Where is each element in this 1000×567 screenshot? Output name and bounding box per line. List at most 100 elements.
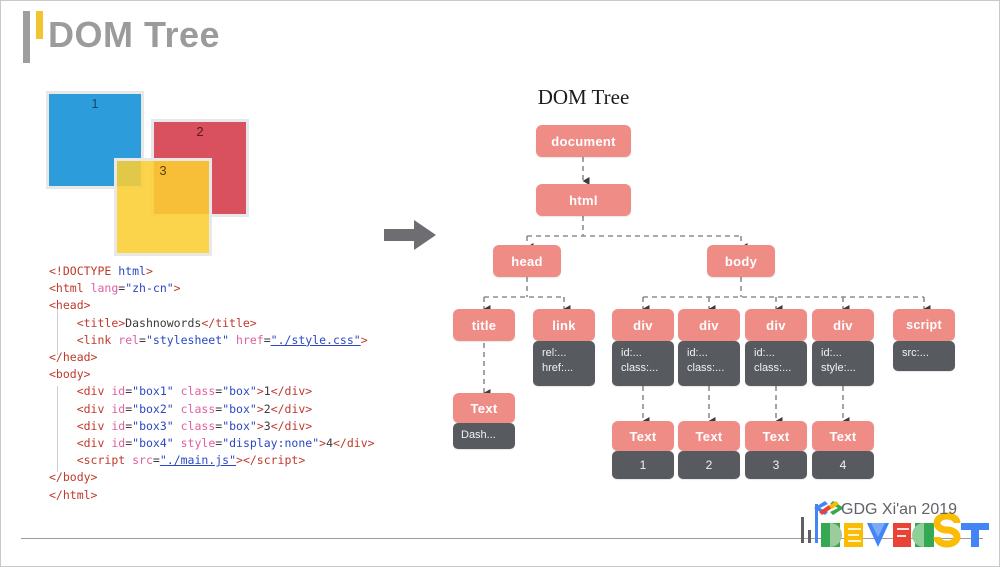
tree-attrs-link: rel:... href:... [533, 341, 595, 386]
tree-textvalue-2: 2 [678, 451, 740, 479]
tree-node-div-4[interactable]: div [812, 309, 874, 341]
code-script-src: ./main.js [166, 453, 230, 468]
box-preview-illustration: 1 2 3 [46, 91, 266, 256]
tree-node-text-1-label: Text [629, 428, 657, 444]
tree-node-document[interactable]: document [536, 125, 631, 157]
code-indent-guide-body [57, 386, 58, 472]
textvalue-3: 3 [772, 457, 780, 472]
tree-attrs-div-3: id:... class:... [745, 341, 807, 386]
tree-textvalue-3: 3 [745, 451, 807, 479]
code-stylesheet-href: ./style.css [277, 332, 354, 347]
gdg-brand-text: GDG Xi'an 2019 [841, 501, 958, 518]
code-line: <div id="box4" style="display:none">4</d… [76, 436, 375, 451]
attr-link-href: href:... [542, 362, 574, 374]
footer-bar-short [808, 530, 811, 543]
tree-attrs-script: src:... [893, 341, 955, 371]
code-line: <div id="box1" class="box">1</div> [76, 384, 313, 399]
tree-node-head-label: head [511, 253, 543, 269]
title-accent-bar-yellow [36, 11, 43, 39]
footer-bar-tall [801, 517, 804, 543]
textvalue-4: 4 [839, 457, 847, 472]
code-line: </body> [49, 470, 98, 485]
tree-attrs-div-1: id:... class:... [612, 341, 674, 386]
tree-node-text-title-label: Text [470, 400, 498, 416]
code-line: <div id="box3" class="box">3</div> [76, 418, 313, 433]
demo-box-3: 3 [114, 158, 212, 256]
tree-node-title-label: title [471, 317, 497, 333]
tree-node-text-2-label: Text [695, 428, 723, 444]
tree-node-div-2[interactable]: div [678, 309, 740, 341]
tree-node-div-1-label: div [633, 317, 653, 333]
tree-node-link[interactable]: link [533, 309, 595, 341]
tree-attrs-div-4: id:... style:... [812, 341, 874, 386]
attr-div1-class: class:... [621, 362, 659, 374]
tree-node-div-4-label: div [833, 317, 853, 333]
tree-node-text-3[interactable]: Text [745, 421, 807, 451]
code-line: </head> [49, 350, 98, 365]
attr-div1-id: id:... [621, 347, 642, 359]
tree-node-text-4[interactable]: Text [812, 421, 874, 451]
title-accent-bar-gray [23, 11, 30, 63]
footer-bar-blue [815, 504, 818, 543]
attr-script-src: src:... [902, 347, 929, 359]
attr-div2-class: class:... [687, 362, 725, 374]
dom-tree-diagram: DOM Tree [431, 81, 999, 491]
tree-node-link-label: link [552, 317, 576, 333]
demo-box-2-label: 2 [196, 124, 204, 139]
tree-textvalue-4: 4 [812, 451, 874, 479]
devfest-logo [814, 501, 989, 548]
attr-div2-id: id:... [687, 347, 708, 359]
attr-link-rel: rel:... [542, 347, 567, 359]
tree-node-document-label: document [551, 133, 616, 149]
devfest-wordmark [821, 512, 989, 548]
code-line: <body> [49, 367, 91, 382]
tree-node-script-label: script [906, 318, 942, 332]
tree-node-title[interactable]: title [453, 309, 515, 341]
code-line: <title>Dashnowords</title> [76, 315, 257, 330]
tree-node-text-3-label: Text [762, 428, 790, 444]
tree-textvalue-title: Dash... [453, 423, 515, 449]
code-line: <div id="box2" class="box">2</div> [76, 401, 313, 416]
slide-header: DOM Tree [1, 1, 999, 73]
attr-div3-class: class:... [754, 362, 792, 374]
code-line: <script src="./main.js"></script> [76, 453, 306, 468]
tree-textvalue-1: 1 [612, 451, 674, 479]
attr-div4-style: style:... [821, 362, 856, 374]
code-line: <!DOCTYPE html> [49, 264, 153, 278]
code-line: </html> [49, 487, 98, 502]
code-indent-guide-head [57, 307, 58, 355]
tree-node-html[interactable]: html [536, 184, 631, 216]
dom-tree-caption: DOM Tree [537, 85, 630, 109]
demo-box-3-label: 3 [159, 163, 167, 178]
tree-node-text-title[interactable]: Text [453, 393, 515, 423]
textvalue-1: 1 [639, 457, 647, 472]
tree-node-body[interactable]: body [707, 245, 775, 277]
attr-div3-id: id:... [754, 347, 775, 359]
code-line: <link rel="stylesheet" href="./style.css… [76, 332, 368, 347]
dom-tree-connectors [483, 157, 931, 425]
textvalue-2: 2 [705, 457, 713, 472]
tree-node-head[interactable]: head [493, 245, 561, 277]
tree-node-div-1[interactable]: div [612, 309, 674, 341]
page-title: DOM Tree [48, 14, 221, 55]
gdg-chevron-icon [814, 501, 844, 515]
html-code-listing: <!DOCTYPE html><html lang="zh-cn"><head>… [49, 263, 375, 504]
tree-node-div-3-label: div [766, 317, 786, 333]
tree-node-body-label: body [724, 253, 758, 269]
tree-node-html-label: html [569, 192, 598, 208]
tree-node-div-3[interactable]: div [745, 309, 807, 341]
tree-node-text-4-label: Text [829, 428, 857, 444]
attr-div4-id: id:... [821, 347, 842, 359]
transition-arrow-icon [384, 220, 436, 250]
code-line: <head> [49, 298, 91, 313]
code-title-text: Dashnowords [125, 315, 202, 330]
tree-node-text-2[interactable]: Text [678, 421, 740, 451]
demo-box-1: 1 [46, 91, 144, 189]
footer-divider [21, 538, 983, 539]
tree-node-text-1[interactable]: Text [612, 421, 674, 451]
tree-node-script[interactable]: script [893, 309, 955, 341]
tree-node-div-2-label: div [699, 317, 719, 333]
demo-box-1-label: 1 [91, 96, 99, 111]
tree-attrs-div-2: id:... class:... [678, 341, 740, 386]
